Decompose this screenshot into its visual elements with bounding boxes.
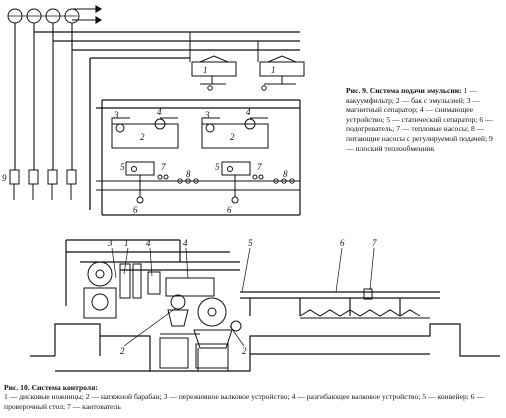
label-disc-shears: 1 xyxy=(124,238,129,248)
gauge-row xyxy=(7,8,80,24)
label-magnetic-separator: 3 xyxy=(113,110,119,120)
callout-labels: 1 1 2 2 3 3 4 4 5 5 6 6 7 7 8 8 9 xyxy=(2,65,288,215)
emulsion-supply-diagram: 1 1 2 2 3 3 4 4 5 5 6 6 7 7 8 8 9 xyxy=(2,5,305,216)
vacuum-filter-1 xyxy=(189,32,237,91)
label-static-separator: 5 xyxy=(215,162,220,172)
vacuum-filter-2 xyxy=(257,41,305,91)
figure-10-caption-title: Рис. 10. xyxy=(4,383,30,392)
disc-shears xyxy=(119,263,142,299)
straightening-roll xyxy=(147,271,215,297)
label-skimmer: 4 xyxy=(246,107,251,117)
label-vacuum-filter: 1 xyxy=(203,65,208,75)
label-conveyor: 5 xyxy=(248,238,253,248)
tank-left xyxy=(111,117,179,204)
supply-lines-top xyxy=(72,5,103,24)
label-heater: 6 xyxy=(227,205,232,215)
riser-pipes xyxy=(14,23,73,170)
tension-drum-left xyxy=(160,294,200,335)
machine-frame xyxy=(65,239,240,306)
figure-9-caption-heading: Система подачи эмульсии: xyxy=(369,86,462,95)
label-tilter: 7 xyxy=(372,238,377,248)
tank-right xyxy=(201,117,269,204)
callout-labels: 3 1 4 4 5 6 7 2 2 xyxy=(107,238,377,356)
inspection-table xyxy=(299,309,430,319)
label-heat-exchanger: 9 xyxy=(2,173,7,183)
conveyor xyxy=(240,291,440,316)
label-inspection-table: 6 xyxy=(340,238,345,248)
control-system-diagram: 3 1 4 4 5 6 7 2 2 xyxy=(30,238,500,372)
feed-pumps xyxy=(96,178,300,191)
label-tank: 2 xyxy=(230,132,235,142)
label-feed-pump: 8 xyxy=(283,169,288,179)
label-straightening-roll: 4 xyxy=(146,238,151,248)
figure-10-caption-heading: Система контроля: xyxy=(31,383,98,392)
label-static-separator: 5 xyxy=(120,162,125,172)
label-magnetic-separator: 3 xyxy=(204,110,210,120)
label-skimmer: 4 xyxy=(157,107,162,117)
tilter xyxy=(363,288,373,300)
label-vacuum-filter: 1 xyxy=(271,65,276,75)
label-heater: 6 xyxy=(133,205,138,215)
leader-lines xyxy=(111,247,375,347)
figure-9-caption-body: 1 — вакуумфильтр; 2 — бак с эмульсией; 3… xyxy=(346,86,493,153)
foundation xyxy=(30,323,500,372)
label-straightening-roll: 4 xyxy=(183,238,188,248)
label-heat-pump: 7 xyxy=(161,162,166,172)
tension-drum-right xyxy=(193,297,242,371)
figure-9-caption-title: Рис. 9. xyxy=(346,86,368,95)
figure-10-caption: Рис. 10. Система контроля: 1 — дисковые … xyxy=(4,383,504,411)
label-tank: 2 xyxy=(140,132,145,142)
emulsion-tank-frame xyxy=(96,99,301,216)
label-feed-pump: 8 xyxy=(186,169,191,179)
label-tension-drum: 2 xyxy=(242,346,247,356)
pedestals xyxy=(159,337,229,369)
label-heat-pump: 7 xyxy=(257,162,262,172)
figure-9-caption: Рис. 9. Система подачи эмульсии: 1 — вак… xyxy=(346,86,502,153)
figure-10-caption-body: 1 — дисковые ножницы; 2 — натяжной бараб… xyxy=(4,392,485,411)
label-tension-drum: 2 xyxy=(120,346,125,356)
header-pipes xyxy=(34,31,300,210)
plate-heat-exchangers xyxy=(9,169,77,200)
label-pinch-roll: 3 xyxy=(107,238,113,248)
pinch-roll xyxy=(83,261,117,319)
